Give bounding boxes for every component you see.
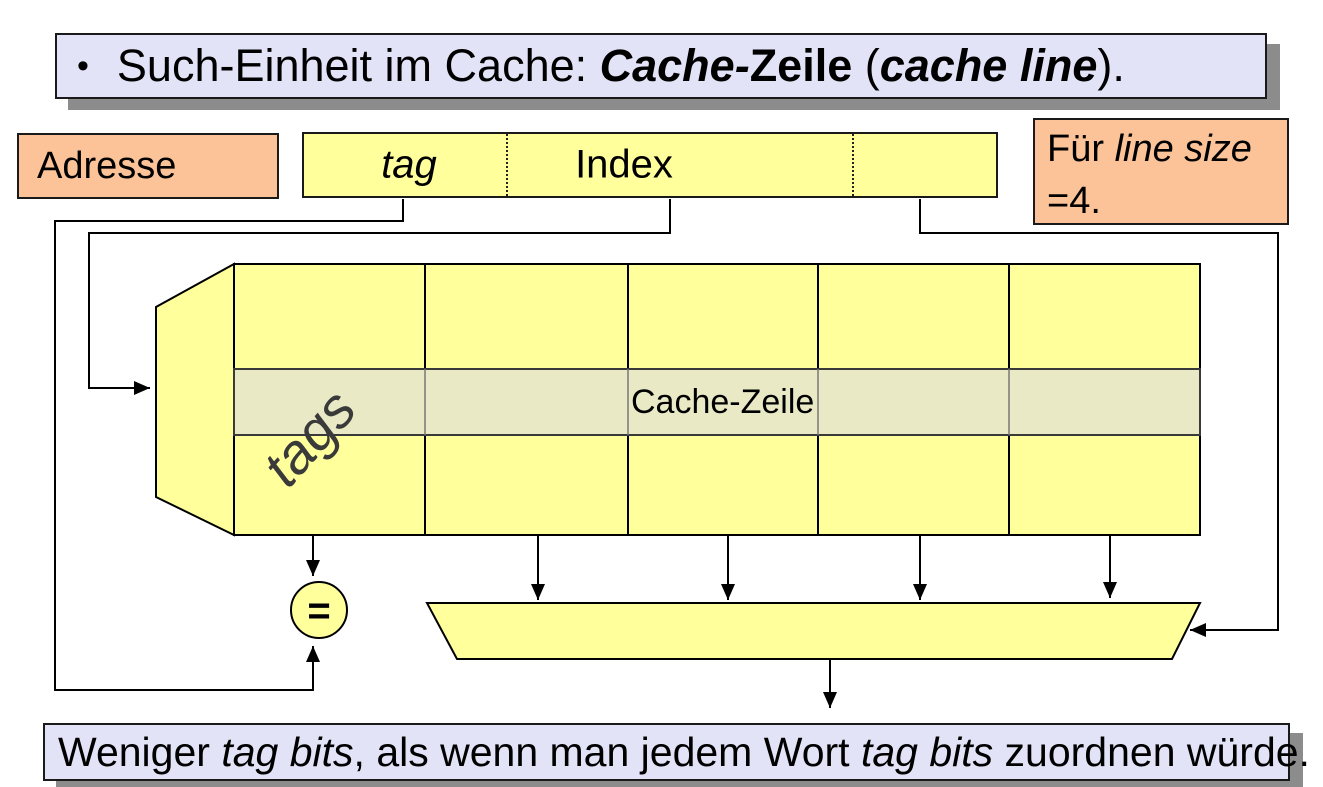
footer-text: Weniger tag bits, als wenn man jedem Wor… <box>58 729 1310 776</box>
bullet-icon: • <box>77 46 89 85</box>
tag-to-comparator-line <box>54 199 404 691</box>
comparator-circle <box>290 581 348 639</box>
address-label: Adresse <box>37 144 177 187</box>
note-text-italic: line size <box>1114 128 1252 170</box>
title-text-open-paren: ( <box>852 40 880 91</box>
title-text-cache: Cache- <box>599 40 750 91</box>
footer-text-2: tag bits <box>221 728 354 775</box>
line-size-note-box: Für line size =4. <box>1033 118 1289 225</box>
row-decoder-shape <box>155 262 235 537</box>
page-title: Such-Einheit im Cache: Cache-Zeile (cach… <box>117 40 1125 92</box>
mux-shape <box>425 602 1202 660</box>
title-box: • Such-Einheit im Cache: Cache-Zeile (ca… <box>55 33 1267 99</box>
tag-index-separator <box>506 134 508 196</box>
index-offset-separator <box>852 134 854 196</box>
connector-lines <box>54 199 1279 708</box>
title-text-zeile: Zeile <box>749 40 853 91</box>
footer-box: Weniger tag bits, als wenn man jedem Wor… <box>43 723 1310 781</box>
footer-text-4: tag bits <box>860 728 994 775</box>
title-text-close-paren: ). <box>1097 40 1125 91</box>
index-field-label: Index <box>575 142 673 187</box>
tag-field-label: tag <box>381 142 437 187</box>
cache-line-label: Cache-Zeile <box>631 383 814 421</box>
index-to-decoder-line <box>88 199 671 395</box>
cache-line-row-cell-borders <box>424 369 1010 435</box>
cache-line-row-highlight <box>233 368 1201 436</box>
title-text-cacheline: cache line <box>879 40 1098 91</box>
line-size-note-line2: =4. <box>1047 179 1101 222</box>
address-bar: tag Index <box>302 132 998 198</box>
address-label-box: Adresse <box>17 133 279 199</box>
title-text-regular: Such-Einheit im Cache: <box>116 40 600 91</box>
note-text-regular: Für <box>1047 128 1115 170</box>
offset-to-mux-line <box>919 199 1279 637</box>
footer-text-1: Weniger <box>58 728 222 775</box>
footer-text-3: , als wenn man jedem Wort <box>353 728 861 775</box>
comparator-symbol: = <box>307 589 330 633</box>
line-size-note-line1: Für line size <box>1047 124 1275 176</box>
footer-text-5: zuordnen würde. <box>993 728 1310 775</box>
